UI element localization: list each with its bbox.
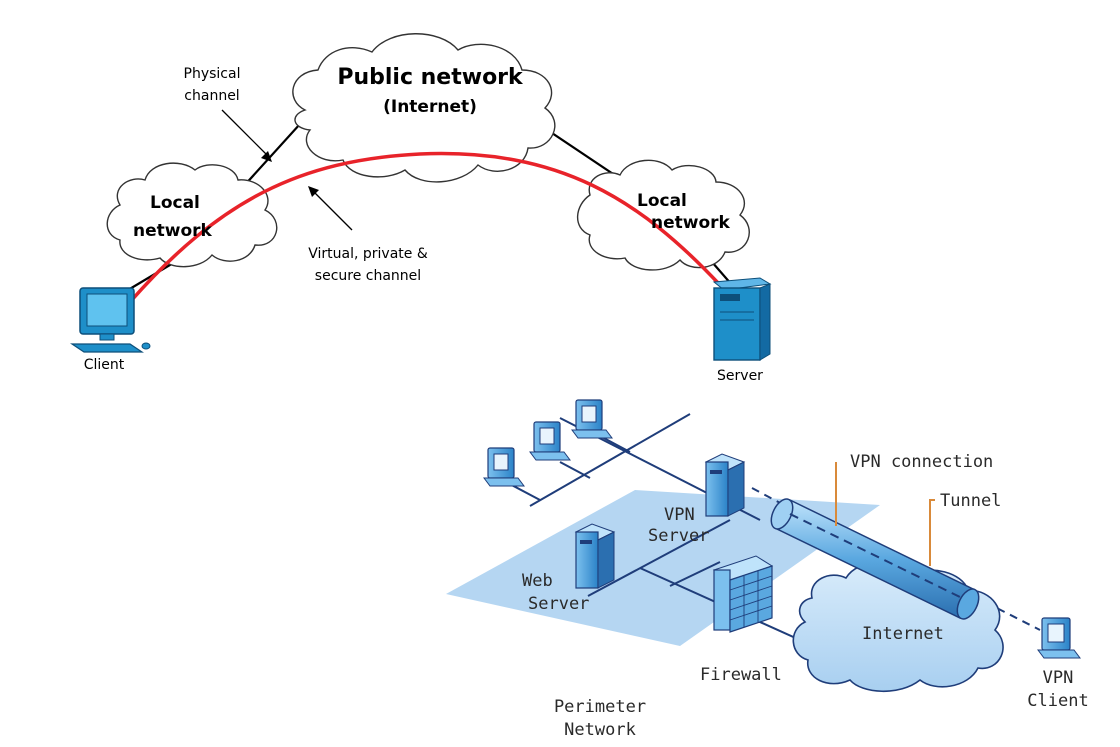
desktop-icon	[571, 399, 613, 439]
local-network-right-label-1: Local	[637, 191, 687, 211]
top-diagram: Public network (Internet) Local network …	[70, 33, 772, 384]
vpn-tunnel	[770, 498, 980, 620]
desktop-icon	[483, 447, 525, 487]
local-network-right-cloud	[576, 159, 750, 271]
local-network-left-cloud	[106, 162, 278, 268]
physical-channel-label-1: Physical	[184, 66, 241, 82]
firewall-icon	[712, 555, 774, 633]
vpn-server-dashed-link	[751, 487, 783, 505]
public-network-label: Public network	[337, 65, 524, 90]
lan-line-4	[559, 461, 591, 479]
virtual-channel-pointer	[311, 189, 353, 231]
vpn-server-label-2: Server	[648, 526, 709, 546]
internet-cloud-label: Internet	[862, 624, 944, 644]
server-label: Server	[717, 368, 763, 384]
virtual-channel-label-2: secure channel	[315, 268, 421, 284]
web-server-label-1: Web	[522, 571, 553, 591]
physical-channel-pointer	[221, 109, 271, 159]
vpn-client-icon	[1037, 617, 1081, 659]
firewall-label: Firewall	[700, 665, 782, 685]
local-network-left-label-2: network	[133, 221, 213, 241]
perimeter-network-label-1: Perimeter	[554, 697, 646, 717]
desktop-icon	[529, 421, 571, 461]
bottom-diagram: VPN connection Tunnel VPN Server Web Ser…	[446, 399, 1089, 740]
web-server-icon	[574, 523, 616, 589]
physical-channel-label-2: channel	[184, 88, 239, 104]
vpn-client-label-1: VPN	[1043, 668, 1074, 688]
perimeter-network-label-2: Network	[564, 720, 636, 740]
client-label: Client	[84, 357, 125, 373]
local-network-left-label-1: Local	[150, 193, 200, 213]
lan-line-5	[599, 435, 631, 453]
vpn-connection-label: VPN connection	[850, 452, 993, 472]
lan-line-1	[529, 413, 691, 507]
virtual-channel-label-1: Virtual, private &	[308, 246, 428, 262]
vpn-client-dashed-link	[984, 601, 1041, 631]
server-tower-icon	[712, 277, 772, 361]
vpn-server-icon	[704, 453, 746, 517]
virtual-channel-arrowhead	[308, 186, 319, 197]
internet-label: (Internet)	[383, 97, 477, 117]
tunnel-label: Tunnel	[940, 491, 1001, 511]
web-server-label-2: Server	[528, 594, 589, 614]
tunnel-callout	[929, 499, 935, 566]
vpn-server-label-1: VPN	[664, 505, 695, 525]
secure-channel-arc	[128, 151, 722, 304]
physical-channel-arrowhead	[261, 151, 272, 162]
public-network-cloud	[292, 33, 556, 183]
perimeter-network-zone	[446, 490, 880, 646]
lan-line-6	[587, 519, 731, 597]
client-computer-icon	[70, 287, 151, 353]
local-network-right-label-2: network	[651, 213, 731, 233]
vpn-client-label-2: Client	[1027, 691, 1088, 711]
lan-line-8	[669, 561, 721, 587]
